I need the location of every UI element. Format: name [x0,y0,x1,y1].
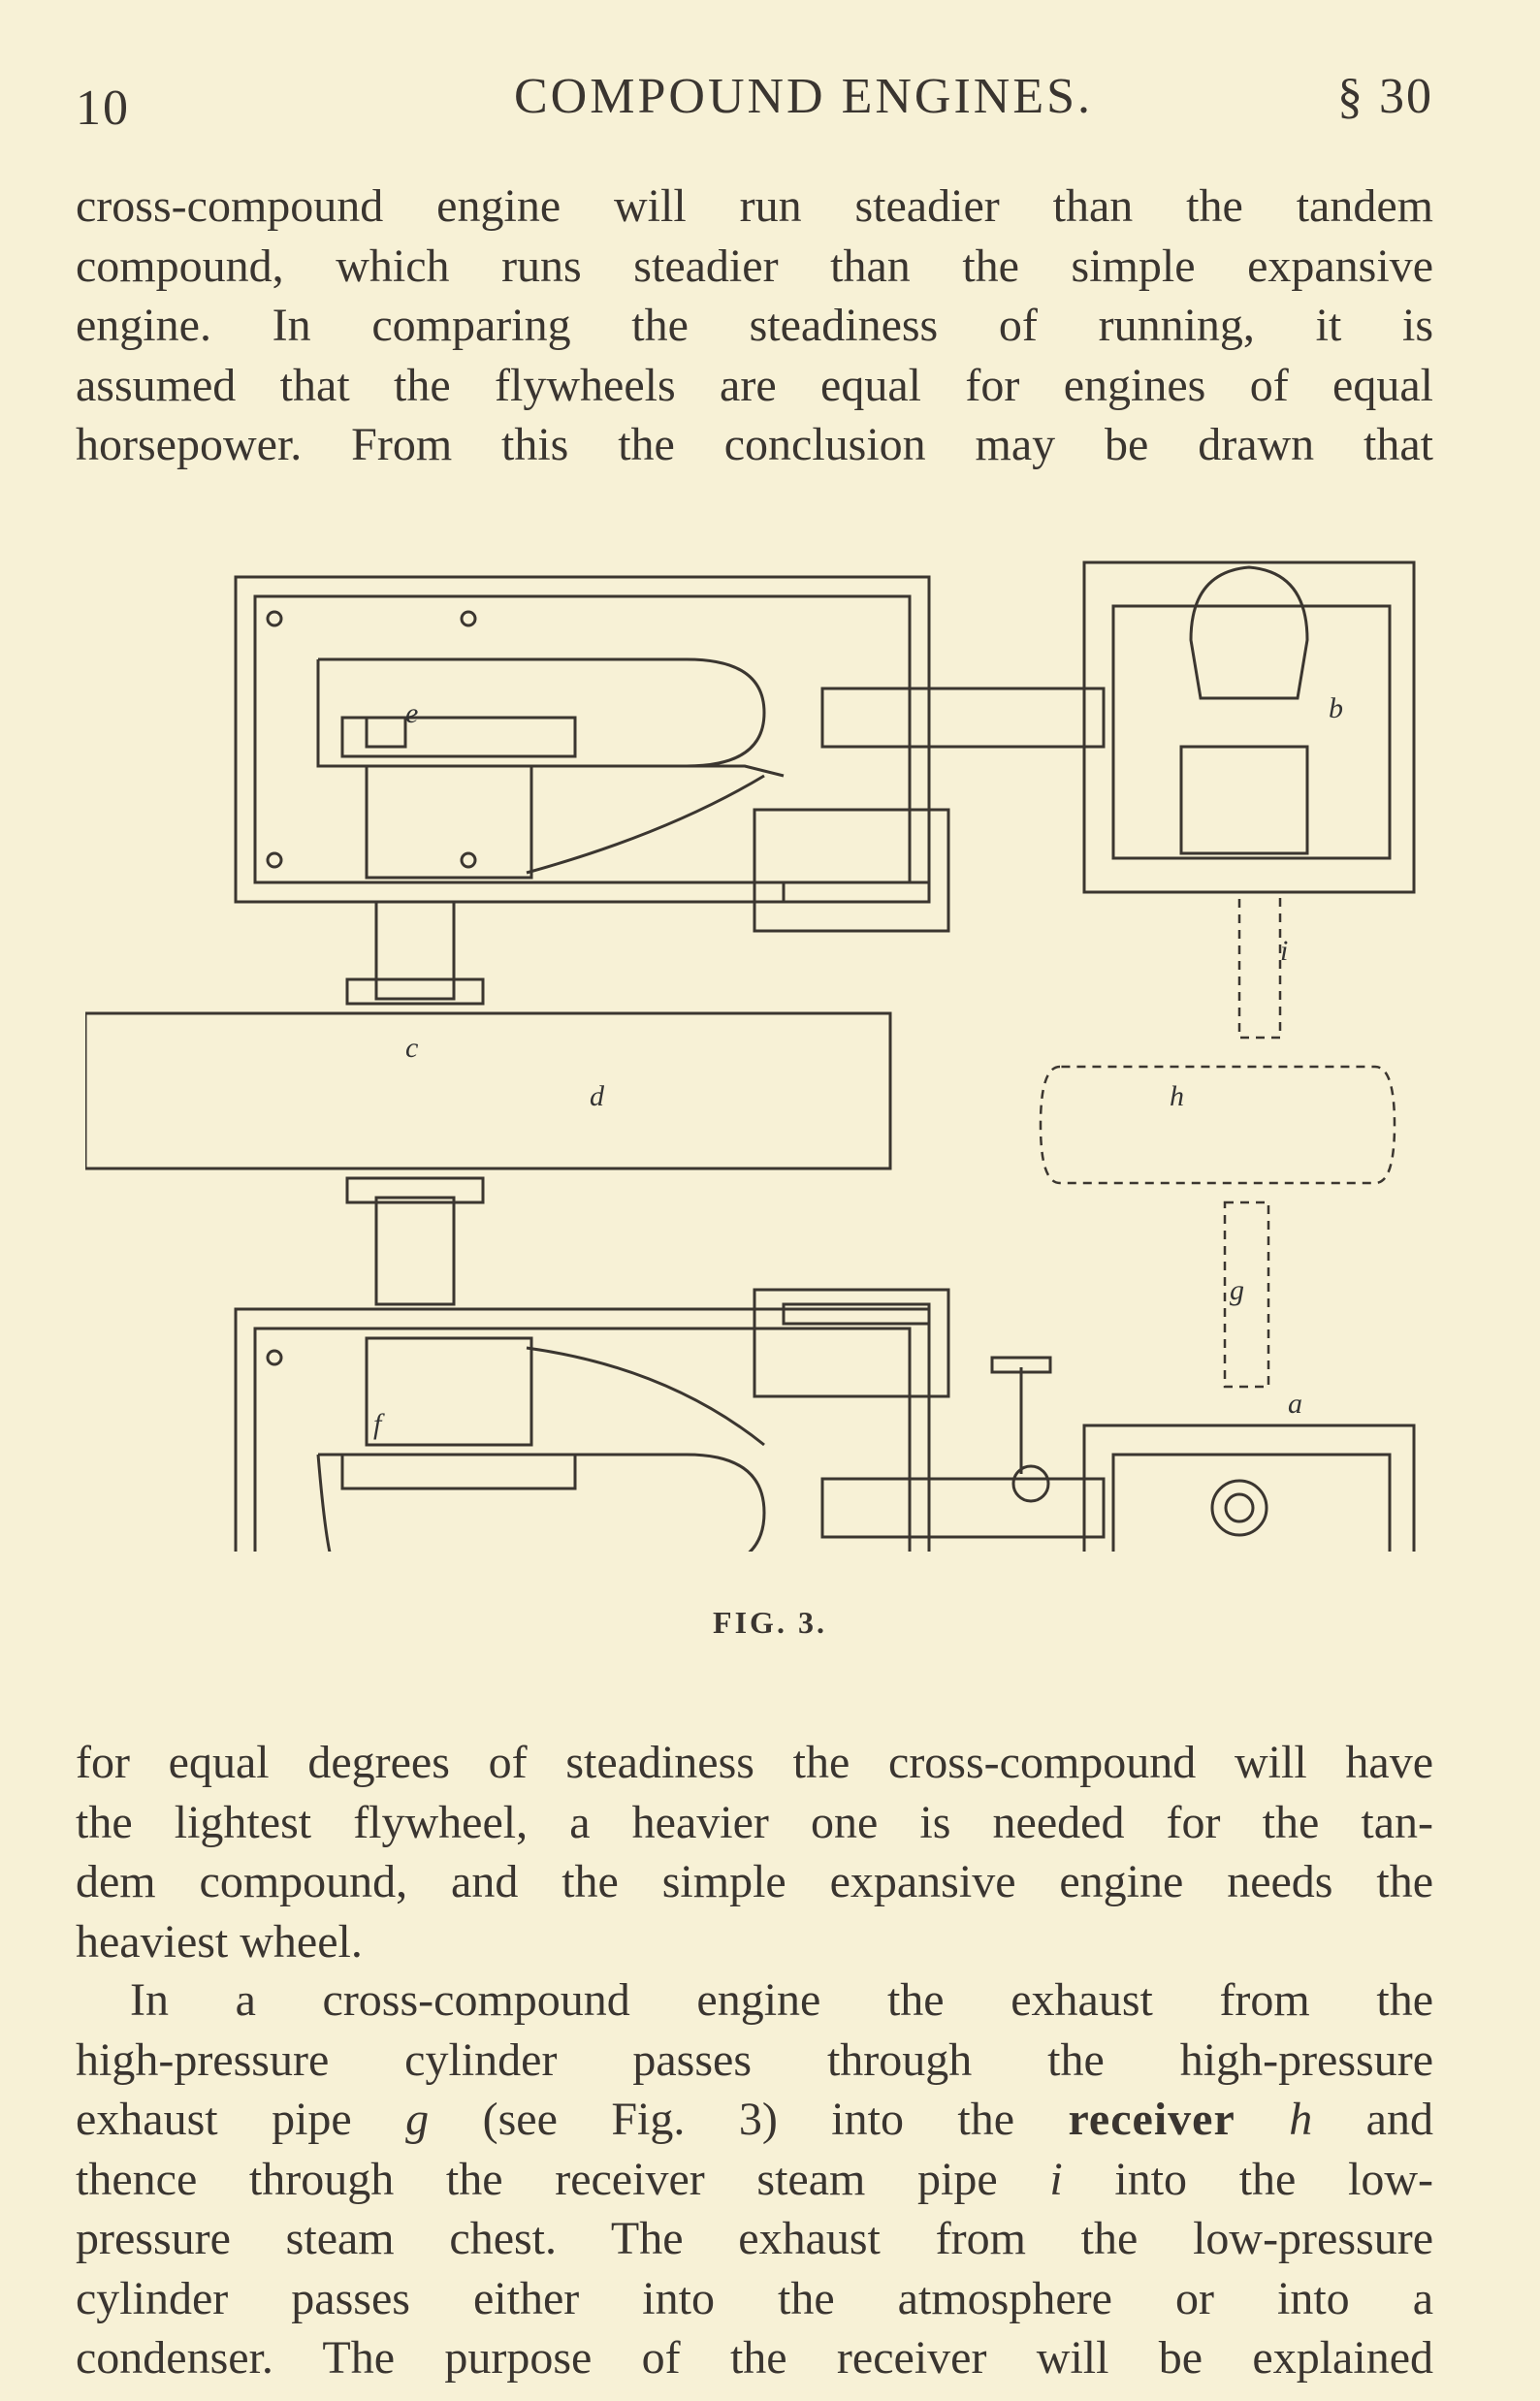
text-line: high-pressure cylinder passes through th… [76,2033,1433,2086]
label-f: f [373,1408,385,1440]
section-number: § 30 [1337,69,1433,124]
label-b: b [1329,692,1343,724]
text-line: dem compound, and the simple expansive e… [76,1856,1433,1907]
label-a: a [1288,1388,1302,1420]
text-run: thence through the receiver steam pipe [76,2153,1050,2205]
engine-plan-figure: e c d b i h g f a [83,524,1443,1641]
text-line: heaviest wheel. [76,1915,363,1968]
text-line: pressure steam chest. The exhaust from t… [76,2213,1433,2264]
paragraph-1: cross-compound engine will run steadier … [76,176,1433,475]
ref-h: h [1289,2094,1313,2145]
page-number: 10 [76,80,130,136]
text-run [1235,2094,1289,2145]
ref-i: i [1049,2153,1063,2205]
label-h: h [1170,1080,1184,1112]
text-line: compound, which runs steadier than the s… [76,240,1433,292]
text-line: In a cross-compound engine the exhaust f… [130,1974,1433,2026]
label-c: c [405,1032,418,1064]
text-line: engine. In comparing the steadiness of r… [76,300,1433,351]
text-line: cross-compound engine will run steadier … [76,180,1433,232]
engine-drawing: e c d b i h g f a [83,560,1416,1641]
text-line: cylinder passes either into the atmosphe… [76,2272,1433,2324]
label-e: e [405,697,418,729]
text-run: into the low- [1062,2153,1434,2205]
running-title: COMPOUND ENGINES. [514,69,1094,124]
label-d: d [590,1080,605,1112]
ref-g: g [405,2094,430,2145]
label-g: g [1230,1274,1244,1306]
text-run: (see Fig. 3) into the [429,2094,1069,2145]
text-line: the lightest flywheel, a heavier one is … [76,1796,1433,1848]
paragraph-3: In a cross-compound engine the exhaust f… [76,1970,1433,2388]
term-receiver: receiver [1068,2094,1235,2145]
figure-caption: FIG. 3. [713,1605,827,1640]
text-line: exhaust pipe g (see Fig. 3) into the rec… [76,2090,1433,2150]
text-line: assumed that the flywheels are equal for… [76,359,1433,411]
paragraph-2: for equal degrees of steadiness the cros… [76,1733,1433,1971]
page-header: 10 COMPOUND ENGINES. § 30 [76,68,1433,136]
text-line: thence through the receiver steam pipe i… [76,2150,1433,2210]
text-line: horsepower. From this the conclusion may… [76,419,1433,470]
text-line: condenser. The purpose of the receiver w… [76,2332,1433,2384]
text-line: for equal degrees of steadiness the cros… [76,1737,1433,1788]
text-run: exhaust pipe [76,2094,406,2145]
text-run: and [1312,2094,1433,2145]
label-i: i [1280,935,1288,967]
